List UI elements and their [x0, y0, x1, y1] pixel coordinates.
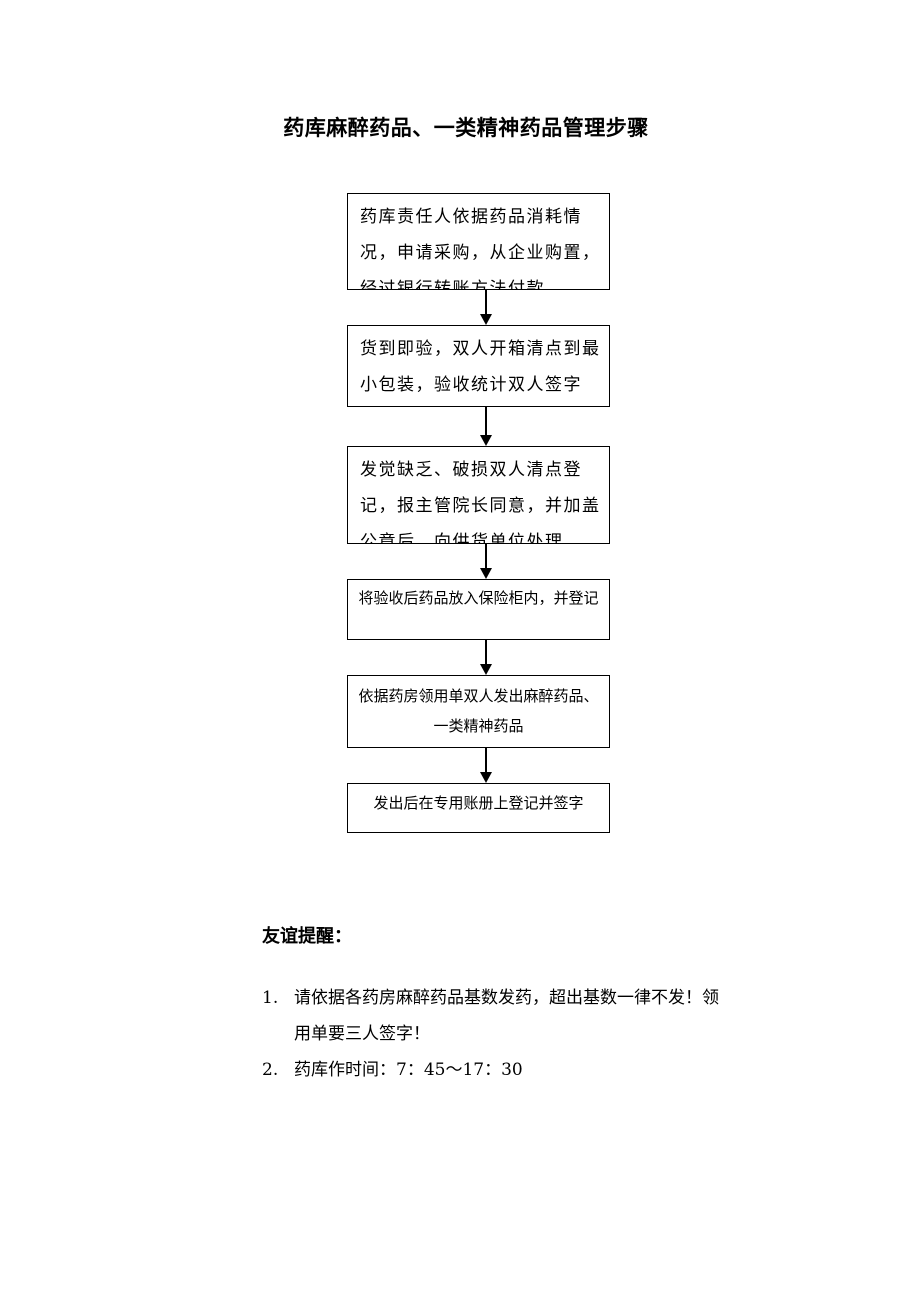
reminder-item: 1. 请依据各药房麻醉药品基数发药，超出基数一律不发！领用单要三人签字！ — [262, 980, 722, 1052]
flow-arrow-icon — [478, 407, 494, 446]
reminder-item: 2. 药库作时间：7：45～17：30 — [262, 1052, 722, 1080]
flow-step-text: 药库责任人依据药品消耗情况，申请采购，从企业购置，经过银行转账方法付款 — [360, 207, 601, 290]
flow-step-text: 货到即验，双人开箱清点到最小包装，验收统计双人签字 — [360, 339, 601, 395]
reminder-item-text: 药库作时间：7：45～17：30 — [294, 1060, 523, 1080]
reminder-title: 友谊提醒： — [262, 926, 352, 947]
flow-arrow-icon — [478, 748, 494, 783]
reminder-item-number: 2. — [262, 1060, 279, 1080]
flow-step-discrepancy: 发觉缺乏、破损双人清点登记，报主管院长同意，并加盖公章后，向供货单位处理 — [347, 446, 610, 544]
flow-step-text: 发觉缺乏、破损双人清点登记，报主管院长同意，并加盖公章后，向供货单位处理 — [360, 460, 601, 544]
reminder-list: 1. 请依据各药房麻醉药品基数发药，超出基数一律不发！领用单要三人签字！ 2. … — [262, 980, 722, 1080]
flow-step-dispense: 依据药房领用单双人发出麻醉药品、一类精神药品 — [347, 675, 610, 748]
reminder-item-text: 请依据各药房麻醉药品基数发药，超出基数一律不发！领用单要三人签字！ — [294, 988, 719, 1044]
page-title: 药库麻醉药品、一类精神药品管理步骤 — [283, 115, 649, 140]
flow-step-text: 将验收后药品放入保险柜内，并登记 — [358, 589, 599, 607]
reminder-item-number: 1. — [262, 988, 279, 1008]
flow-step-register: 发出后在专用账册上登记并签字 — [347, 783, 610, 833]
flow-arrow-icon — [478, 640, 494, 675]
flow-step-inspection: 货到即验，双人开箱清点到最小包装，验收统计双人签字 — [347, 325, 610, 407]
flow-step-purchase: 药库责任人依据药品消耗情况，申请采购，从企业购置，经过银行转账方法付款 — [347, 193, 610, 290]
flow-arrow-icon — [478, 544, 494, 579]
flow-arrow-icon — [478, 290, 494, 325]
flow-step-text: 发出后在专用账册上登记并签字 — [373, 794, 584, 812]
flow-step-text: 依据药房领用单双人发出麻醉药品、一类精神药品 — [358, 687, 599, 735]
flow-step-storage: 将验收后药品放入保险柜内，并登记 — [347, 579, 610, 640]
